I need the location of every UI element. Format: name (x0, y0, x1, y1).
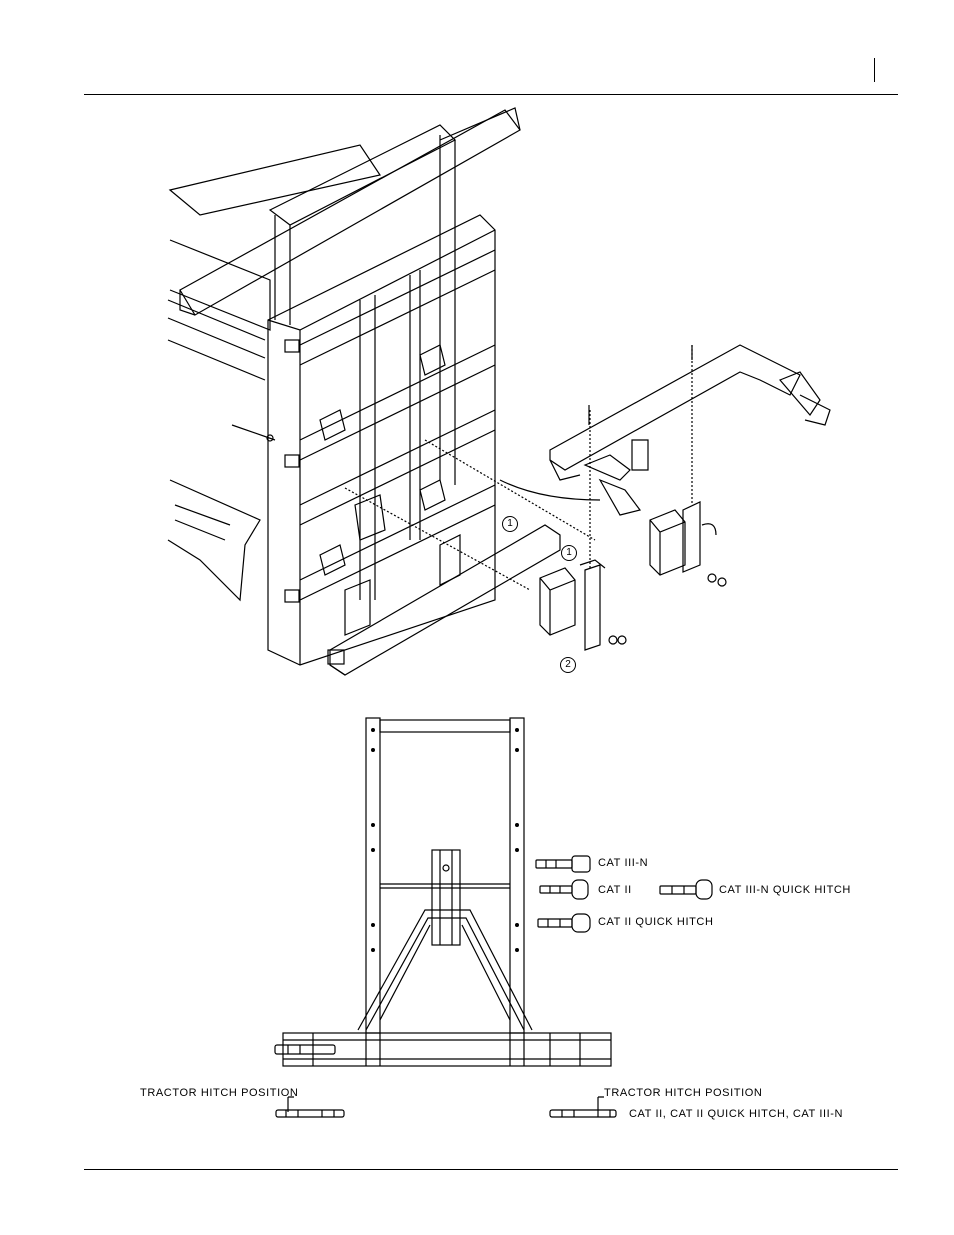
middle-crossbar (380, 883, 510, 889)
tractor-hitch-pin-left-icon (275, 1097, 345, 1118)
label-tractor-hitch-categories: CAT II, CAT II QUICK HITCH, CAT III-N (629, 1108, 844, 1120)
frame-side-rail (169, 239, 271, 331)
frame-top-plate (168, 144, 381, 216)
footer-rule (84, 1169, 898, 1170)
lower-hitch-bar (282, 1032, 612, 1067)
label-cat2: CAT II (598, 884, 632, 896)
right-upright (509, 717, 525, 1034)
header-rule (84, 94, 898, 95)
label-cat3n-quick-hitch: CAT III-N QUICK HITCH (719, 884, 851, 896)
spacer-block-1 (539, 567, 576, 636)
top-crossbar (379, 719, 511, 733)
frame-rails (167, 299, 266, 381)
upright-holes (371, 728, 519, 952)
page-corner-mark (874, 58, 875, 82)
pin-bracket-2 (682, 501, 701, 573)
left-upright (365, 717, 381, 1034)
pin-cat2-quick-icon (537, 913, 591, 933)
a-frame-braces (357, 909, 533, 1031)
pin-cat3n-icon (535, 855, 591, 873)
label-tractor-hitch-left: TRACTOR HITCH POSITION (140, 1087, 299, 1099)
tractor-hitch-pin-right-icon (549, 1097, 617, 1118)
label-tractor-hitch-right: TRACTOR HITCH POSITION (604, 1087, 763, 1099)
main-frame (267, 214, 496, 666)
top-link-mount (431, 849, 461, 946)
spacer-block-2 (649, 509, 686, 576)
pin-cat3n-quick-icon (659, 879, 713, 900)
label-cat3n: CAT III-N (598, 857, 649, 869)
frame-lower-plate (167, 479, 261, 602)
top-link-bracket (549, 344, 801, 471)
exploded-hitch-assembly-drawing (167, 107, 831, 676)
pin-cat2-icon (539, 879, 589, 900)
callout-2-bracket: 2 (560, 657, 576, 673)
callout-1-spacer: 1 (561, 545, 577, 561)
pin-bracket-1 (584, 564, 601, 651)
label-cat2-quick-hitch: CAT II QUICK HITCH (598, 916, 714, 928)
callout-1-frame: 1 (502, 516, 518, 532)
